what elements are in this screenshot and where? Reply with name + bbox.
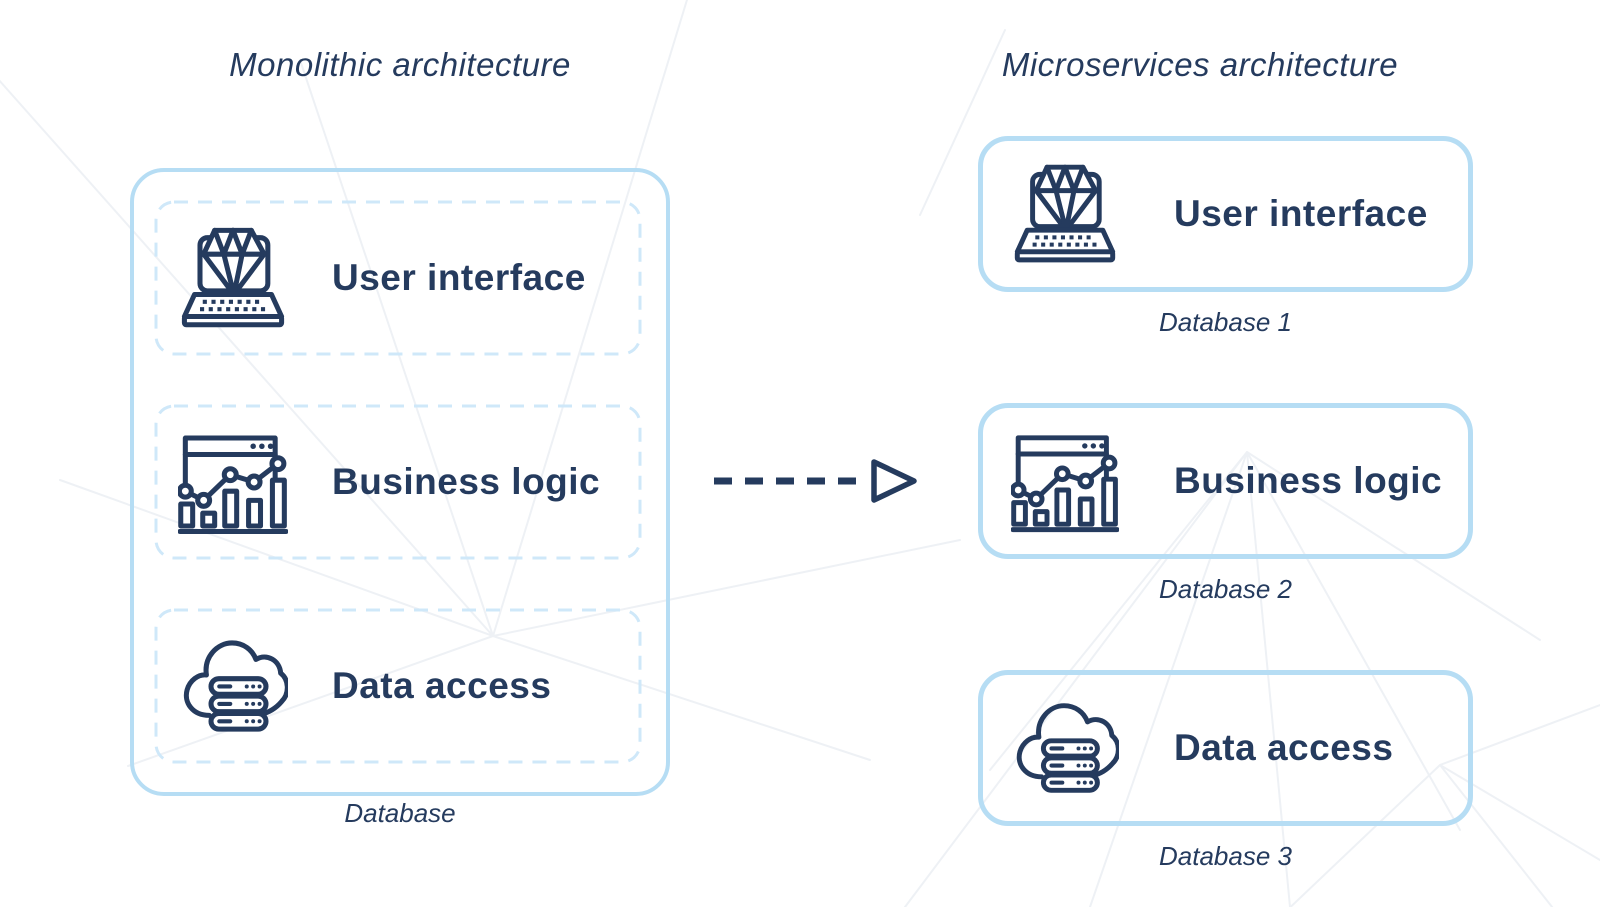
layer-label-data-access: Data access [332, 665, 552, 706]
layer-card-business-logic: Business logic [154, 404, 642, 560]
database-3-caption: Database 3 [1159, 841, 1292, 871]
transition-arrow [708, 451, 924, 516]
dashed-border [154, 200, 642, 356]
monolith-database-caption: Database [344, 798, 456, 828]
dashed-arrow-right-icon [714, 459, 917, 503]
cloud-servers-icon [183, 640, 288, 732]
dashed-border [154, 608, 642, 764]
analytics-window-icon [1011, 435, 1119, 533]
monolithic-architecture-title: Monolithic architecture [229, 46, 571, 83]
dashed-border [154, 404, 642, 560]
layer-card-data-access: Data access [154, 608, 642, 764]
service-card-business-logic: Business logic [978, 403, 1473, 559]
laptop-diamond-icon [181, 227, 285, 328]
service-label-business-logic: Business logic [1174, 460, 1443, 501]
microservices-architecture-title: Microservices architecture [1001, 46, 1399, 83]
analytics-window-icon [178, 435, 288, 535]
cloud-servers-icon [1016, 703, 1119, 793]
laptop-diamond-icon [1014, 164, 1116, 263]
service-label-data-access: Data access [1174, 727, 1394, 768]
service-card-user-interface: User interface [978, 136, 1473, 292]
service-label-user-interface: User interface [1174, 193, 1428, 234]
layer-card-user-interface: User interface [154, 200, 642, 356]
monolith-container [130, 168, 670, 796]
database-1-caption: Database 1 [1159, 307, 1292, 337]
layer-label-business-logic: Business logic [332, 461, 601, 502]
database-2-caption: Database 2 [1159, 574, 1292, 604]
service-card-data-access: Data access [978, 670, 1473, 826]
layer-label-user-interface: User interface [332, 257, 586, 298]
